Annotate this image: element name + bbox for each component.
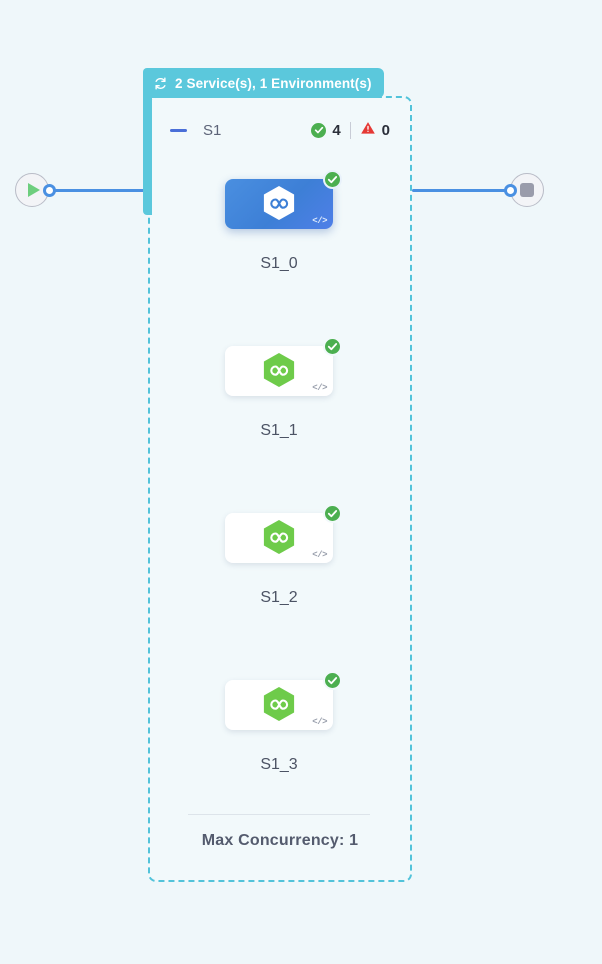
hexagon-infinity-icon (262, 352, 296, 390)
group-header-tab[interactable]: 2 Service(s), 1 Environment(s) (143, 68, 384, 98)
play-icon (28, 183, 40, 197)
service-node-label-s1-2: S1_2 (260, 589, 298, 606)
error-count-value: 0 (381, 121, 390, 139)
code-brackets-icon[interactable]: </> (312, 717, 327, 727)
group-left-spine (143, 68, 152, 215)
check-circle-icon (323, 170, 342, 189)
warning-triangle-icon (360, 120, 376, 140)
start-output-port[interactable] (43, 184, 56, 197)
group-name-label: S1 (203, 121, 222, 139)
service-node-s1-1[interactable]: </> (225, 337, 342, 396)
error-count-group: 0 (360, 120, 390, 140)
group-summary-row: S1 4 0 (170, 118, 390, 142)
collapse-toggle-minus-icon[interactable] (170, 128, 187, 132)
code-brackets-icon[interactable]: </> (312, 216, 327, 226)
check-circle-icon (323, 504, 342, 523)
code-brackets-icon[interactable]: </> (312, 383, 327, 393)
success-count-group: 4 (311, 121, 341, 139)
service-node-label-s1-3: S1_3 (260, 756, 298, 773)
edge-group-to-end (412, 189, 517, 192)
check-circle-icon (323, 337, 342, 356)
check-circle-icon (323, 671, 342, 690)
service-node-label-s1-0: S1_0 (260, 255, 298, 272)
end-input-port[interactable] (504, 184, 517, 197)
counts-divider (349, 121, 351, 139)
check-circle-icon (311, 122, 327, 138)
group-footer-divider (188, 814, 370, 815)
max-concurrency-label: Max Concurrency: 1 (201, 832, 359, 849)
code-brackets-icon[interactable]: </> (312, 550, 327, 560)
hexagon-infinity-icon (262, 686, 296, 724)
service-node-s1-0[interactable]: </> (225, 170, 342, 229)
service-node-label-s1-1: S1_1 (260, 422, 298, 439)
success-count-value: 4 (332, 121, 341, 139)
service-node-s1-2[interactable]: </> (225, 504, 342, 563)
stop-icon (520, 183, 534, 197)
hexagon-infinity-icon (262, 185, 296, 223)
group-status-counts: 4 0 (311, 120, 390, 140)
group-header-label: 2 Service(s), 1 Environment(s) (175, 75, 372, 91)
cycle-refresh-icon (153, 76, 168, 91)
service-node-s1-3[interactable]: </> (225, 671, 342, 730)
hexagon-infinity-icon (262, 519, 296, 557)
edge-start-to-group (48, 189, 149, 192)
